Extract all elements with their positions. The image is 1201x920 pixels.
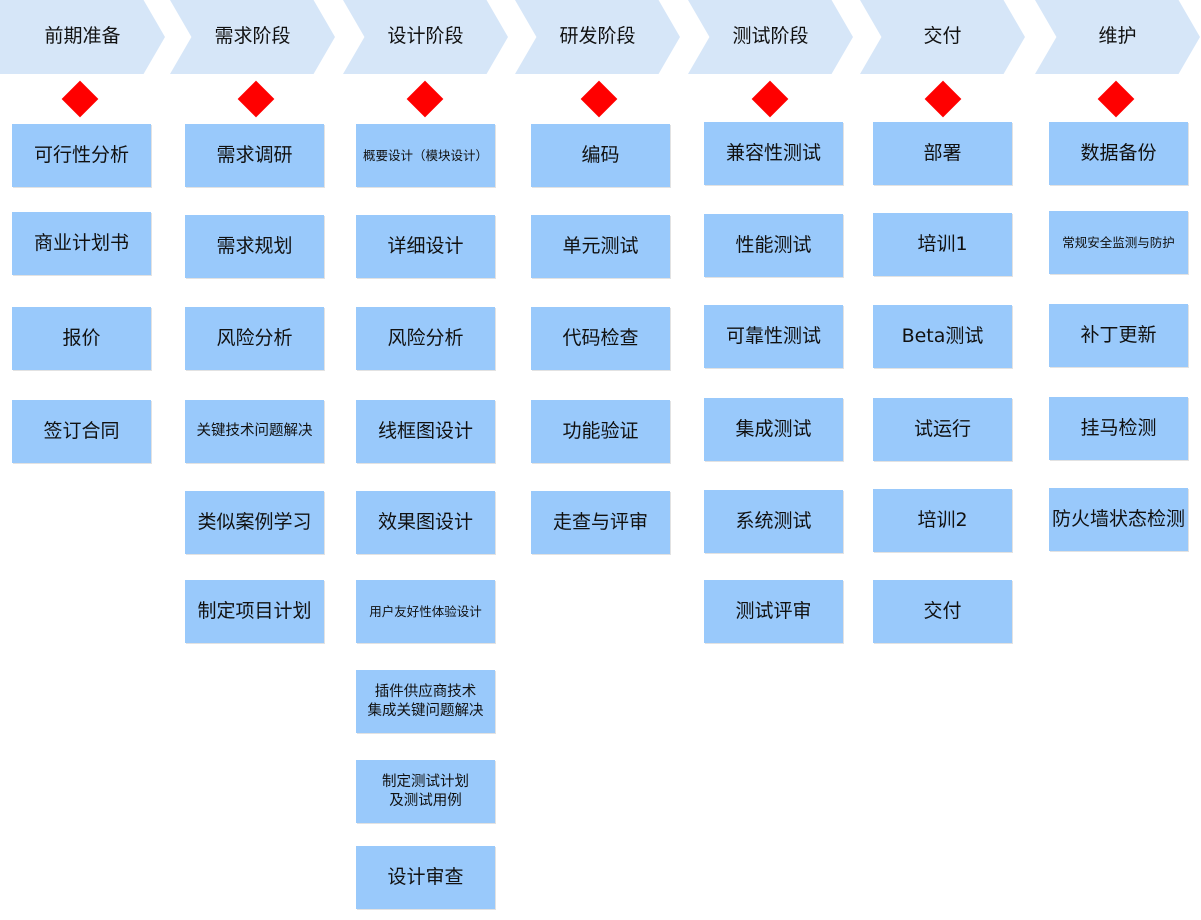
task-box: 集成测试 — [704, 398, 843, 461]
task-box: 签订合同 — [12, 400, 151, 463]
task-box: 可行性分析 — [12, 124, 151, 187]
task-box: 培训2 — [873, 489, 1012, 552]
task-box: 挂马检测 — [1049, 397, 1188, 460]
task-box: 需求调研 — [185, 124, 324, 187]
milestone-diamond-icon — [61, 80, 99, 118]
task-box: 制定测试计划 及测试用例 — [356, 760, 495, 823]
task-box: 测试评审 — [704, 580, 843, 643]
task-box: 兼容性测试 — [704, 122, 843, 185]
stage-chevron — [0, 0, 165, 74]
task-box: 单元测试 — [531, 215, 670, 278]
task-box: 交付 — [873, 580, 1012, 643]
stage-chevron — [170, 0, 335, 74]
task-box: 数据备份 — [1049, 122, 1188, 185]
task-box: 走查与评审 — [531, 491, 670, 554]
milestone-diamond-icon — [406, 80, 444, 118]
task-box: 需求规划 — [185, 215, 324, 278]
task-box: 制定项目计划 — [185, 580, 324, 643]
task-box: 效果图设计 — [356, 491, 495, 554]
stage-title: 研发阶段 — [559, 25, 636, 47]
task-box: 报价 — [12, 307, 151, 370]
milestone-diamond-icon — [580, 80, 618, 118]
stage-title: 测试阶段 — [732, 25, 809, 47]
task-box: 设计审查 — [356, 846, 495, 909]
stage-title: 设计阶段 — [387, 25, 464, 47]
milestone-diamond-icon — [237, 80, 275, 118]
task-box: 培训1 — [873, 213, 1012, 276]
task-box: 类似案例学习 — [185, 491, 324, 554]
stage-chevron — [860, 0, 1025, 74]
milestone-diamond-icon — [1097, 80, 1135, 118]
task-box: 商业计划书 — [12, 212, 151, 275]
task-box: 编码 — [531, 124, 670, 187]
task-box: 详细设计 — [356, 215, 495, 278]
task-box: 试运行 — [873, 398, 1012, 461]
task-box: 性能测试 — [704, 214, 843, 277]
task-box: 功能验证 — [531, 400, 670, 463]
stage-chevron — [343, 0, 508, 74]
task-box: Beta测试 — [873, 305, 1012, 368]
task-box: 插件供应商技术 集成关键问题解决 — [356, 670, 495, 733]
milestone-diamond-icon — [751, 80, 789, 118]
stage-title: 需求阶段 — [214, 25, 291, 47]
task-box: 关键技术问题解决 — [185, 400, 324, 463]
task-box: 风险分析 — [185, 307, 324, 370]
task-box: 系统测试 — [704, 490, 843, 553]
stage-chevron — [1035, 0, 1200, 74]
stage-chevron — [688, 0, 853, 74]
task-box: 线框图设计 — [356, 400, 495, 463]
stage-title: 前期准备 — [44, 25, 121, 47]
task-box: 防火墙状态检测 — [1049, 488, 1188, 551]
stage-chevron — [515, 0, 680, 74]
task-box: 常规安全监测与防护 — [1049, 211, 1188, 274]
milestone-diamond-icon — [924, 80, 962, 118]
stage-title: 维护 — [1098, 25, 1137, 47]
task-box: 部署 — [873, 122, 1012, 185]
stage-title: 交付 — [923, 25, 962, 47]
task-box: 可靠性测试 — [704, 305, 843, 368]
task-box: 用户友好性体验设计 — [356, 580, 495, 643]
task-box: 概要设计（模块设计） — [356, 124, 495, 187]
task-box: 补丁更新 — [1049, 304, 1188, 367]
task-box: 风险分析 — [356, 307, 495, 370]
task-box: 代码检查 — [531, 307, 670, 370]
